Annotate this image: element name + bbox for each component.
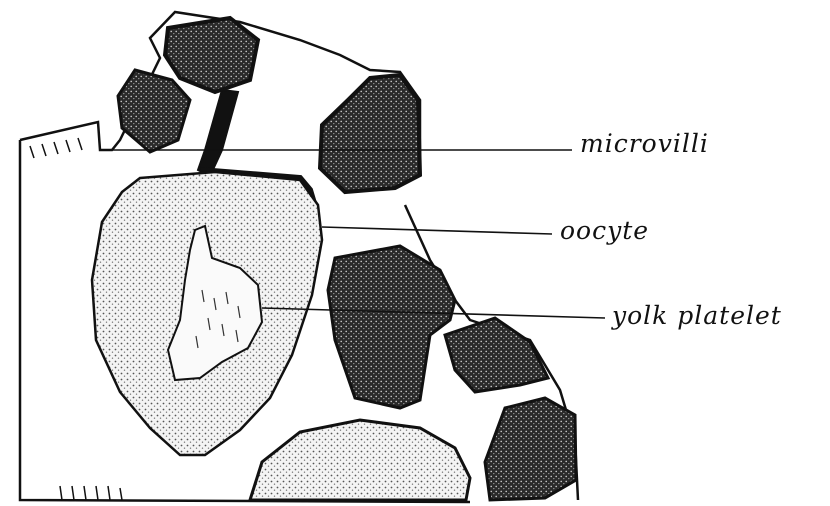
yolk-platelet-label: yolk platelet: [612, 301, 782, 330]
microvilli-top-ticks: [30, 138, 82, 158]
dark-cell-right-middle: [328, 246, 455, 408]
dark-cell-left: [118, 70, 190, 152]
oocyte-leader-line: [322, 227, 552, 234]
microvilli-label: microvilli: [580, 129, 709, 158]
dark-cell-right-top: [320, 75, 420, 192]
dark-cell-top: [165, 18, 258, 92]
oocyte-label: oocyte: [560, 216, 649, 245]
dark-cell-bottom-right: [485, 398, 576, 500]
follicle-stalk: [198, 90, 238, 176]
dark-cell-right-small: [445, 318, 548, 392]
microvilli-bottom-ticks: [60, 486, 122, 500]
bottom-cell: [250, 420, 470, 500]
